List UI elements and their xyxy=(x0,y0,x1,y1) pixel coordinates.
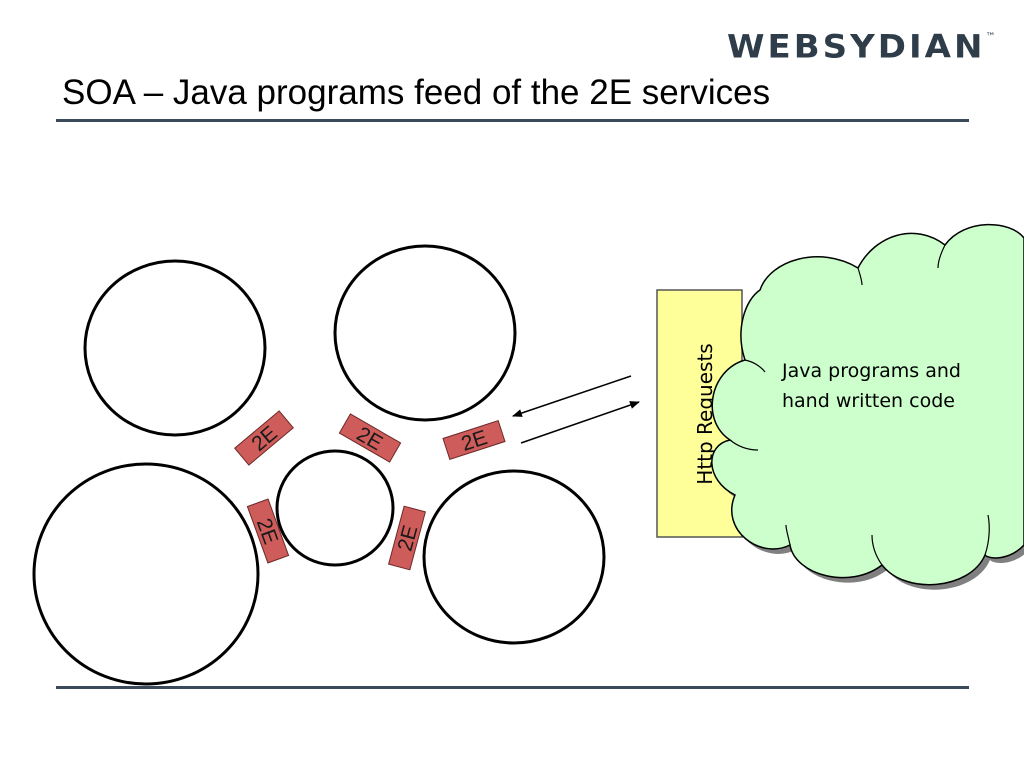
connector-2e-top-left: 2E xyxy=(234,410,294,466)
service-circle-center-small xyxy=(275,449,395,567)
cloud-shape xyxy=(711,223,1024,586)
cloud-text-line-2: hand written code xyxy=(782,390,955,412)
footer-divider xyxy=(56,686,969,689)
java-programs-cloud: Java programs and hand written code xyxy=(711,223,1024,590)
service-circle-bottom-left-large xyxy=(32,462,260,686)
arrow-to-http xyxy=(520,401,640,444)
title-divider xyxy=(56,119,969,122)
arrow-to-2e xyxy=(512,375,632,417)
slide-title: SOA – Java programs feed of the 2E servi… xyxy=(62,73,771,112)
cloud-text-line-1: Java programs and xyxy=(781,360,961,382)
service-circle-top-middle xyxy=(333,244,517,422)
service-circle-bottom-right xyxy=(422,469,606,645)
connector-2e-right: 2E xyxy=(442,419,506,461)
websydian-logo: WEBSYDIAN™ xyxy=(727,31,995,63)
trademark-symbol: ™ xyxy=(985,31,996,43)
connector-2e-bottom-right: 2E xyxy=(387,505,427,571)
service-circle-top-left xyxy=(83,259,267,437)
logo-text: WEBSYDIAN xyxy=(727,28,986,66)
